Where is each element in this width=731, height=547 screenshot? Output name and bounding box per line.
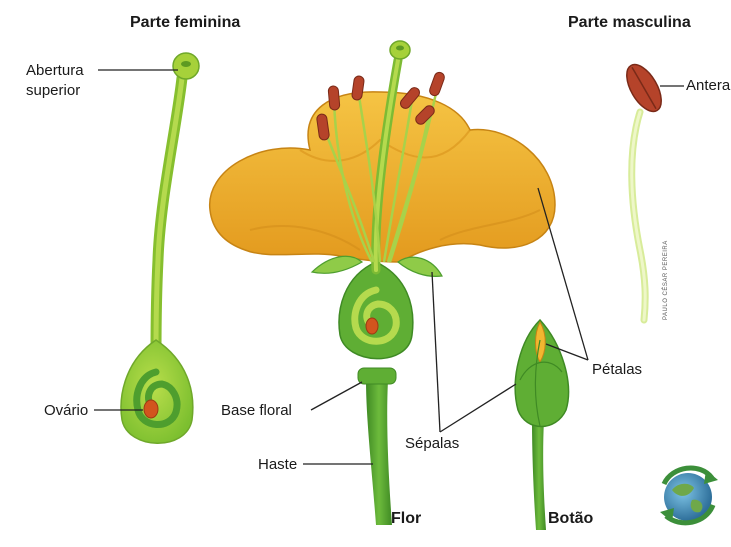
stem-label: Haste (258, 456, 297, 473)
illustrator-credit: PAULO CÉSAR PEREIRA (662, 240, 669, 320)
bud-caption: Botão (548, 510, 594, 527)
stamen-illustration (620, 59, 669, 320)
female-part-header: Parte feminina (130, 14, 240, 31)
upper-opening-label-line1: Abertura (26, 62, 84, 79)
upper-opening-label-line2: superior (26, 82, 80, 99)
ovary-label: Ovário (44, 402, 88, 419)
bud-illustration (515, 320, 568, 530)
anther-label: Antera (686, 77, 731, 94)
pistil-illustration (121, 53, 199, 443)
floral-base-label: Base floral (221, 402, 292, 419)
sepals-leader-flower (432, 272, 440, 432)
recycle-globe-icon (660, 468, 718, 523)
flower-caption: Flor (391, 510, 421, 527)
male-part-header: Parte masculina (568, 14, 691, 31)
flower-illustration (210, 41, 555, 525)
sepals-leader-bud (440, 384, 516, 432)
sepals-label: Sépalas (405, 435, 459, 452)
floral-base-leader (311, 382, 362, 410)
petals-label: Pétalas (592, 361, 642, 378)
